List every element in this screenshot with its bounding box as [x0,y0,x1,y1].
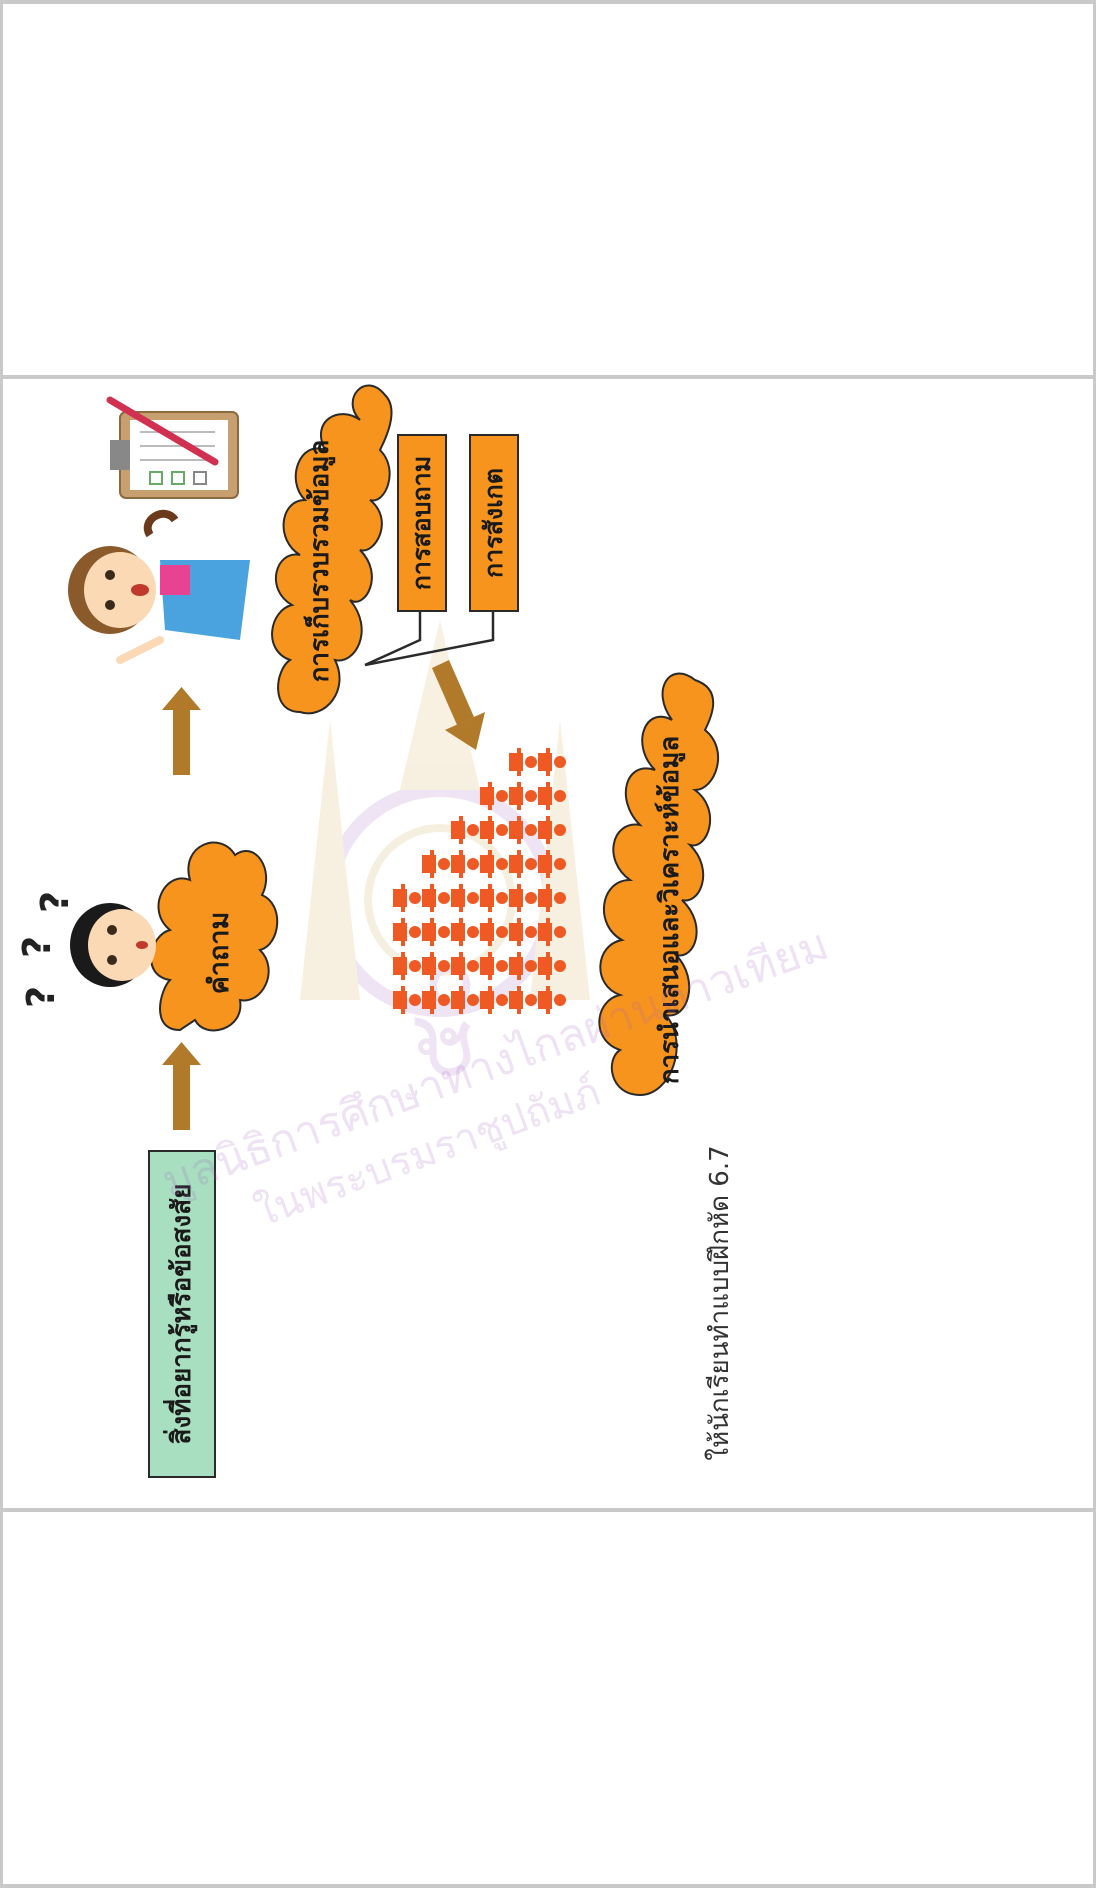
person-icon [480,782,508,810]
person-icon [451,816,479,844]
arrow-up-1 [162,1042,201,1130]
connector-lines [364,612,495,667]
arrow-up-2 [162,687,201,775]
collect-label: การเก็บรวบรวมข้อมูล [305,439,335,683]
person-icon [509,986,537,1014]
person-icon [538,748,566,776]
person-icon [480,884,508,912]
person-icon [538,816,566,844]
person-icon [538,918,566,946]
person-icon [480,952,508,980]
method-label-2: การสังเกต [479,468,508,578]
frame-line-bottom [0,1884,1096,1888]
question-mark-3: ? [33,890,78,914]
person-icon [538,884,566,912]
exercise-caption: ให้นักเรียนทำแบบฝึกหัด 6.7 [705,1145,735,1461]
question-label: คำถาม [204,911,235,995]
person-icon [451,918,479,946]
person-icon [509,884,537,912]
person-icon [509,850,537,878]
person-icon [451,986,479,1014]
person-icon [509,782,537,810]
person-icon [509,952,537,980]
method-label-1: การสอบถาม [407,455,436,591]
person-icon [422,884,450,912]
person-icon [480,918,508,946]
person-icon [480,850,508,878]
person-icon [451,850,479,878]
frame-line-upper [0,375,1096,379]
people-pictogram [393,748,566,1014]
boy-character [70,903,156,987]
person-icon [393,986,421,1014]
present-label: การนำเสนอและวิเคราะห์ข้อมูล [655,735,685,1085]
person-icon [509,816,537,844]
frame-line-right [1093,0,1096,1888]
girl-character [68,509,250,664]
frame-line-left [0,0,3,1888]
person-icon [393,918,421,946]
person-icon [422,952,450,980]
person-icon [422,918,450,946]
clipboard-icon [106,396,239,499]
person-icon [451,884,479,912]
cloud-collect [271,384,393,715]
person-icon [538,952,566,980]
person-icon [422,986,450,1014]
cloud-question [150,841,279,1032]
person-icon [393,884,421,912]
frame-line-top [0,0,1096,4]
person-icon [393,952,421,980]
person-icon [538,986,566,1014]
question-mark-1: ? [19,985,64,1009]
person-icon [480,816,508,844]
person-icon [480,986,508,1014]
person-icon [538,850,566,878]
curiosity-box [148,1150,216,1478]
person-icon [451,952,479,980]
arrow-diagonal [432,660,485,750]
question-mark-2: ? [15,935,60,959]
person-icon [538,782,566,810]
person-icon [509,748,537,776]
person-icon [422,850,450,878]
cloud-present [598,672,720,1097]
person-icon [509,918,537,946]
frame-line-lower [0,1508,1096,1512]
method-box-1 [397,434,447,612]
method-box-2 [469,434,519,612]
